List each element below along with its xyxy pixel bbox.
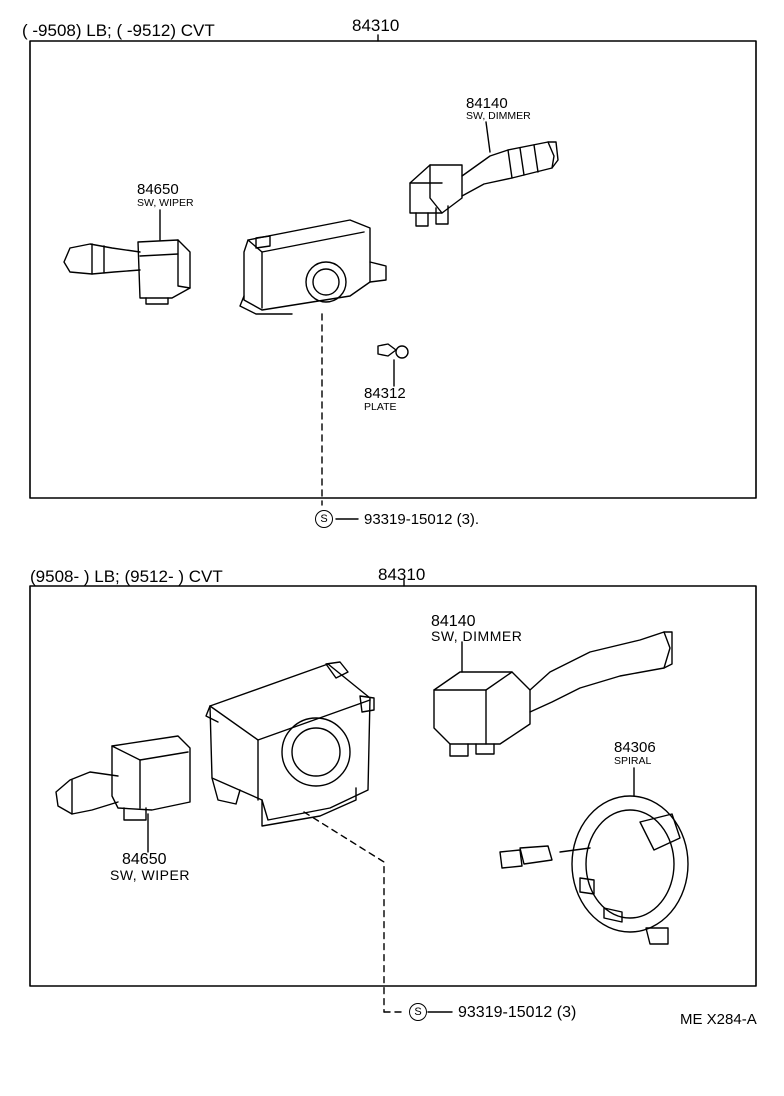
bottom-dimmer-switch-drawing bbox=[434, 632, 672, 756]
top-wiper-part-number: 84650 bbox=[137, 181, 179, 198]
top-switch-base-drawing bbox=[240, 220, 386, 505]
bottom-assembly-number: 84310 bbox=[378, 565, 426, 584]
top-screw-label: 93319-15012 (3). bbox=[364, 511, 480, 528]
bottom-frame bbox=[30, 586, 756, 986]
top-frame bbox=[30, 41, 756, 498]
bottom-section-header: (9508- ) LB; (9512- ) CVT bbox=[30, 567, 223, 586]
bottom-spiral-part-name: SPIRAL bbox=[614, 755, 652, 767]
bottom-wiper-part-number: 84650 bbox=[122, 851, 167, 868]
bottom-wiper-part-name: SW, WIPER bbox=[110, 867, 190, 883]
top-plate-part-name: PLATE bbox=[364, 401, 397, 413]
top-plate-part-number: 84312 bbox=[364, 385, 406, 402]
bottom-switch-base-drawing bbox=[206, 662, 406, 1012]
bottom-spiral-part-number: 84306 bbox=[614, 739, 656, 756]
top-dimmer-part-name: SW, DIMMER bbox=[466, 110, 531, 122]
top-dimmer-switch-drawing bbox=[410, 122, 558, 226]
top-dimmer-part-number: 84140 bbox=[466, 95, 508, 112]
top-wiper-switch-drawing bbox=[64, 210, 190, 304]
top-plate-drawing bbox=[378, 344, 408, 386]
bottom-spiral-cable-drawing bbox=[500, 768, 688, 944]
bottom-screw-label: 93319-15012 (3) bbox=[458, 1004, 577, 1021]
bottom-dimmer-part-name: SW, DIMMER bbox=[431, 628, 523, 644]
top-assembly-number: 84310 bbox=[352, 16, 400, 35]
top-screw-s-icon: S bbox=[315, 510, 333, 528]
top-section-header: ( -9508) LB; ( -9512) CVT bbox=[22, 21, 215, 40]
bottom-dimmer-part-number: 84140 bbox=[431, 613, 476, 630]
diagram-code: ME X284-A bbox=[680, 1011, 757, 1028]
bottom-screw-s-icon: S bbox=[409, 1003, 427, 1021]
bottom-wiper-switch-drawing bbox=[56, 736, 190, 852]
top-wiper-part-name: SW, WIPER bbox=[137, 197, 194, 209]
